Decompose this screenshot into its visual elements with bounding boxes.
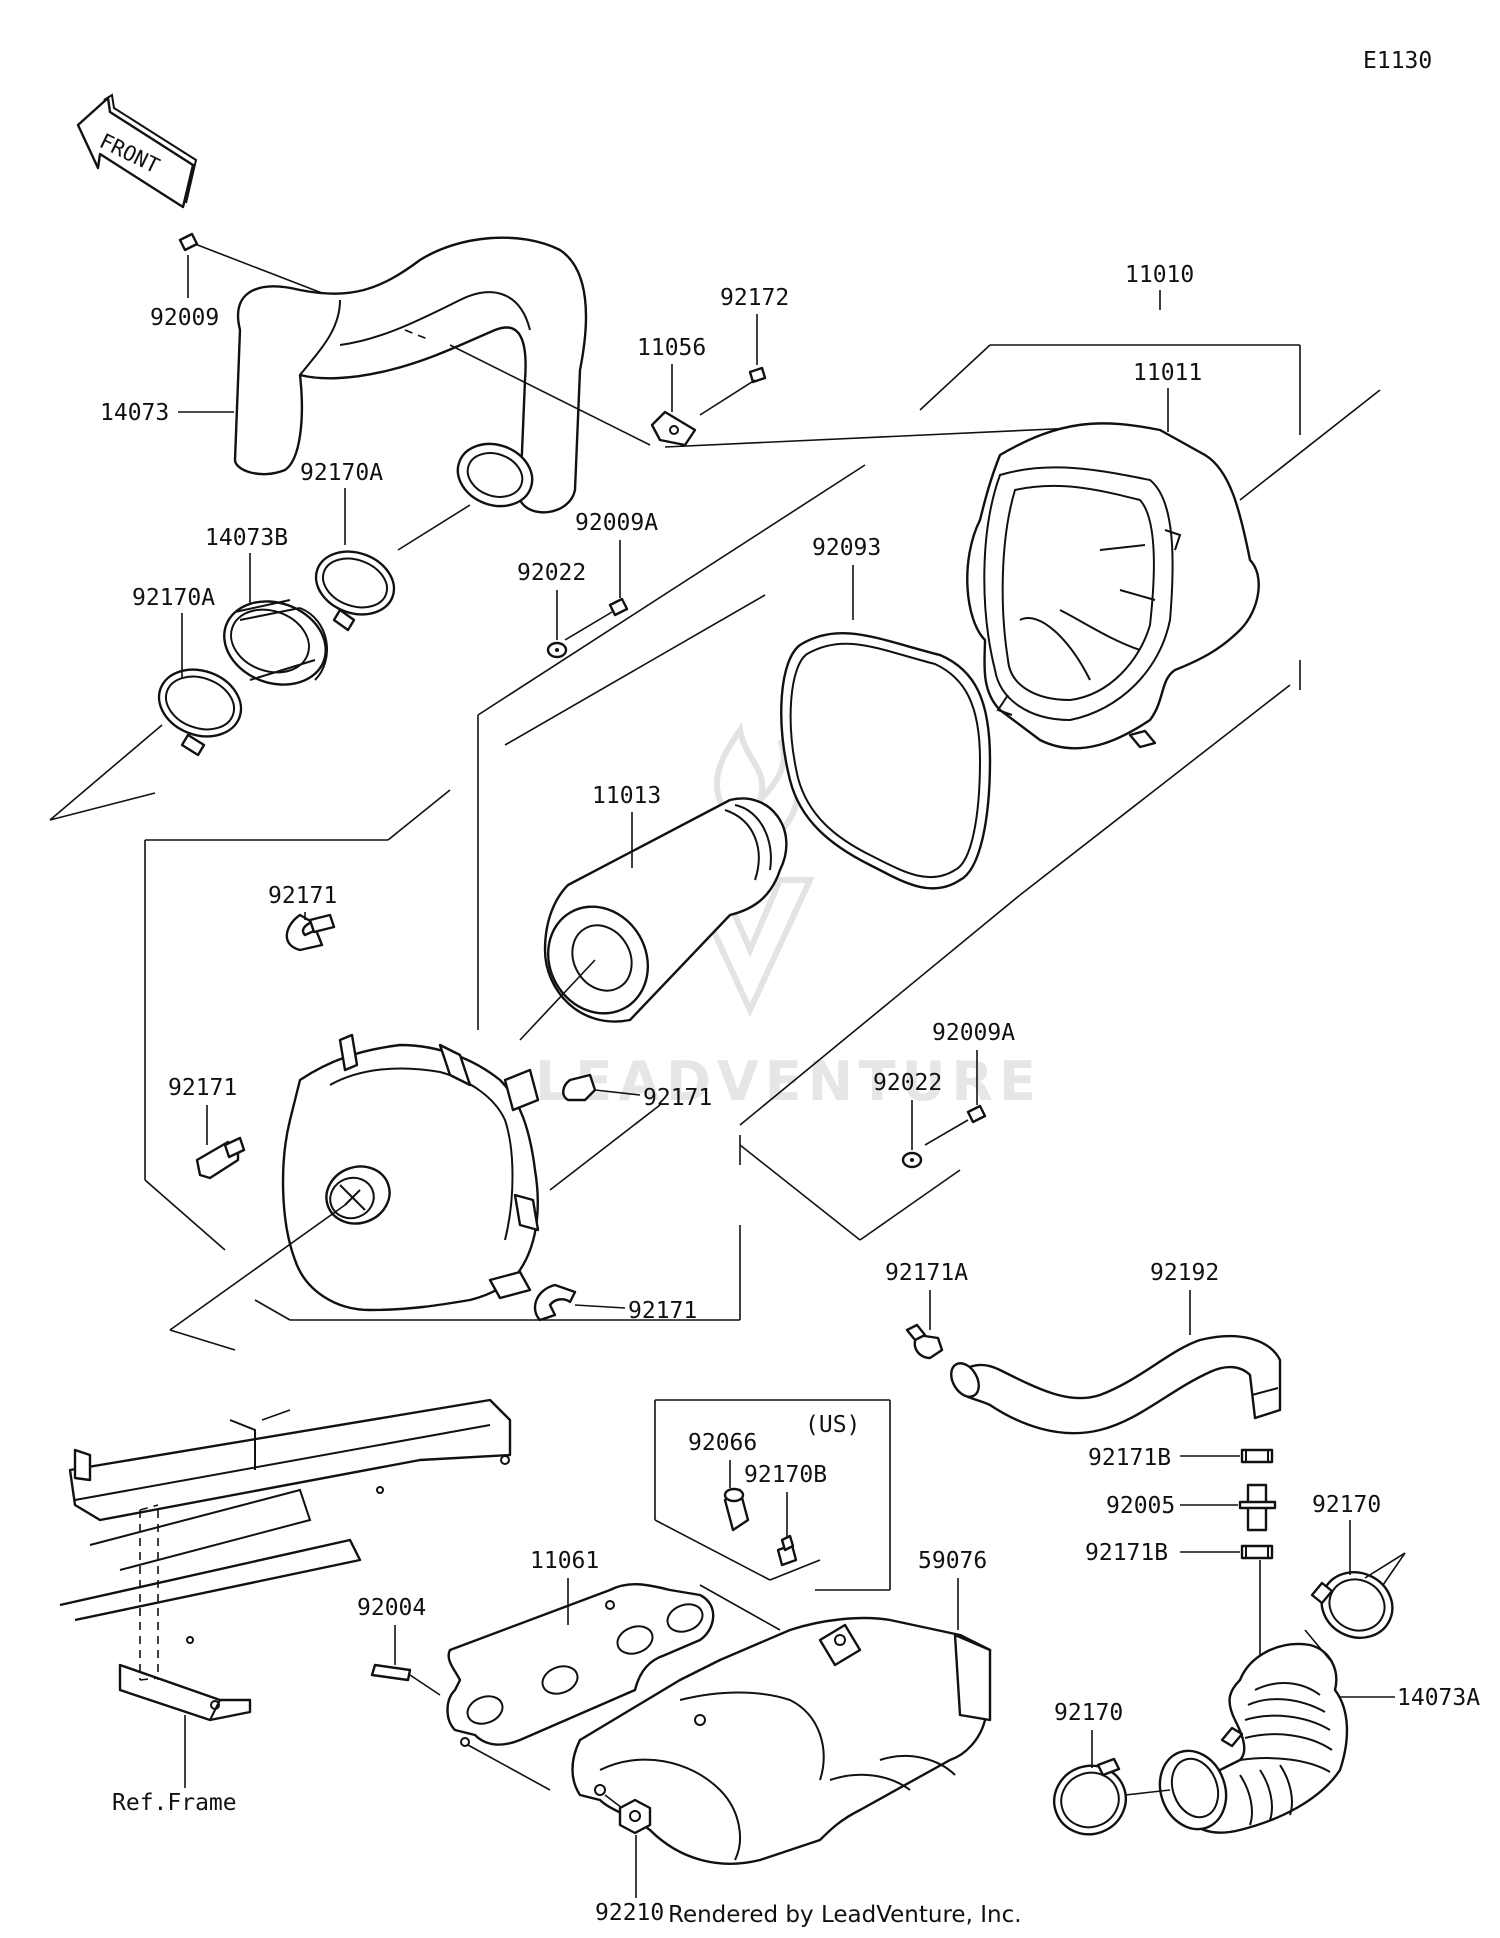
label-92171A: 92171A (885, 1260, 968, 1286)
filter-element-11013-icon (519, 797, 788, 1041)
bracket-11056-icon (650, 410, 1076, 448)
cap-92066-icon (723, 1487, 750, 1532)
nut-92210-icon (604, 1794, 652, 1835)
clamp-92170-lower-icon (1053, 1757, 1171, 1836)
label-92192: 92192 (1150, 1260, 1219, 1286)
label-11013: 11013 (592, 783, 661, 809)
label-92210: 92210 (595, 1900, 664, 1926)
label-92171-d: 92171 (628, 1298, 697, 1324)
label-92066: 92066 (688, 1430, 757, 1456)
label-92170-upper: 92170 (1312, 1492, 1381, 1518)
clamp-92171B-lower-icon (1240, 1544, 1274, 1660)
air-box-housing-11011-icon (966, 422, 1260, 750)
label-11011: 11011 (1133, 360, 1202, 386)
frame-reference-icon (59, 1398, 512, 1722)
label-92093: 92093 (812, 535, 881, 561)
clamp-92170-upper-icon (1310, 1552, 1406, 1639)
label-11010: 11010 (1125, 262, 1194, 288)
label-92005: 92005 (1106, 1493, 1175, 1519)
label-92009A-lower: 92009A (932, 1020, 1015, 1046)
gasket-92093-icon (780, 632, 992, 890)
clip-92171-c-icon (562, 1073, 641, 1102)
stud-92004-icon (370, 1663, 441, 1696)
clamp-92170B-icon (776, 1534, 798, 1567)
label-92172: 92172 (720, 285, 789, 311)
label-92009A-upper: 92009A (575, 510, 658, 536)
label-59076: 59076 (918, 1548, 987, 1574)
label-92170-lower: 92170 (1054, 1700, 1123, 1726)
label-92171-a: 92171 (268, 883, 337, 909)
hose-92192-icon (950, 1334, 1282, 1435)
clip-92171-a-icon (285, 913, 336, 952)
clamp-92170A-upper-icon (314, 504, 471, 632)
clamp-92171B-upper-icon (1240, 1448, 1274, 1464)
clip-92171-d-icon (533, 1283, 626, 1322)
gasket-11061-icon (446, 1583, 715, 1791)
label-92170A-lower: 92170A (132, 585, 215, 611)
label-92171B-upper: 92171B (1088, 1445, 1171, 1471)
label-14073: 14073 (100, 400, 169, 426)
manifold-59076-icon (571, 1584, 992, 1865)
label-92171B-lower: 92171B (1085, 1540, 1168, 1566)
label-14073A: 14073A (1397, 1685, 1480, 1711)
us-box (654, 1399, 891, 1591)
label-92171-c: 92171 (643, 1085, 712, 1111)
washer-92022-upper-icon (546, 641, 568, 659)
assembly-guide-lines (144, 464, 1291, 1321)
label-92022-upper: 92022 (517, 560, 586, 586)
leader-11010 (919, 290, 1301, 690)
label-92004: 92004 (357, 1595, 426, 1621)
hose-14073B-icon (223, 599, 328, 686)
front-arrow-icon: FRONT (76, 93, 198, 209)
clamp-92170A-lower-icon (49, 668, 243, 821)
watermark-text: LEADVENTURE (535, 1050, 1042, 1113)
clamp-92171A-icon (905, 1323, 944, 1360)
intake-hose-14073A-icon (1158, 1629, 1349, 1834)
label-14073B: 14073B (205, 525, 288, 551)
bolt-92009A-lower-icon (924, 1104, 987, 1146)
label-92171-b: 92171 (168, 1075, 237, 1101)
label-11061: 11061 (530, 1548, 599, 1574)
air-cleaner-cover-icon (169, 1033, 540, 1351)
us-note: (US) (805, 1412, 860, 1438)
diagram-code: E1130 (1363, 48, 1432, 74)
clip-92171-b-icon (195, 1136, 246, 1180)
label-92170B: 92170B (744, 1462, 827, 1488)
footer-credit: Rendered by LeadVenture, Inc. (668, 1902, 1022, 1928)
washer-92022-lower-icon (901, 1151, 923, 1169)
duct-14073-icon (233, 236, 651, 514)
label-92170A-upper: 92170A (300, 460, 383, 486)
ref-frame-label: Ref.Frame (112, 1790, 237, 1816)
screw-92172-icon (699, 366, 767, 416)
label-92022-lower: 92022 (873, 1070, 942, 1096)
bolt-92009A-upper-icon (564, 597, 629, 641)
joint-92005-icon (1238, 1483, 1277, 1532)
label-11056: 11056 (637, 335, 706, 361)
label-92009: 92009 (150, 305, 219, 331)
bolt-92009-icon (178, 232, 341, 301)
